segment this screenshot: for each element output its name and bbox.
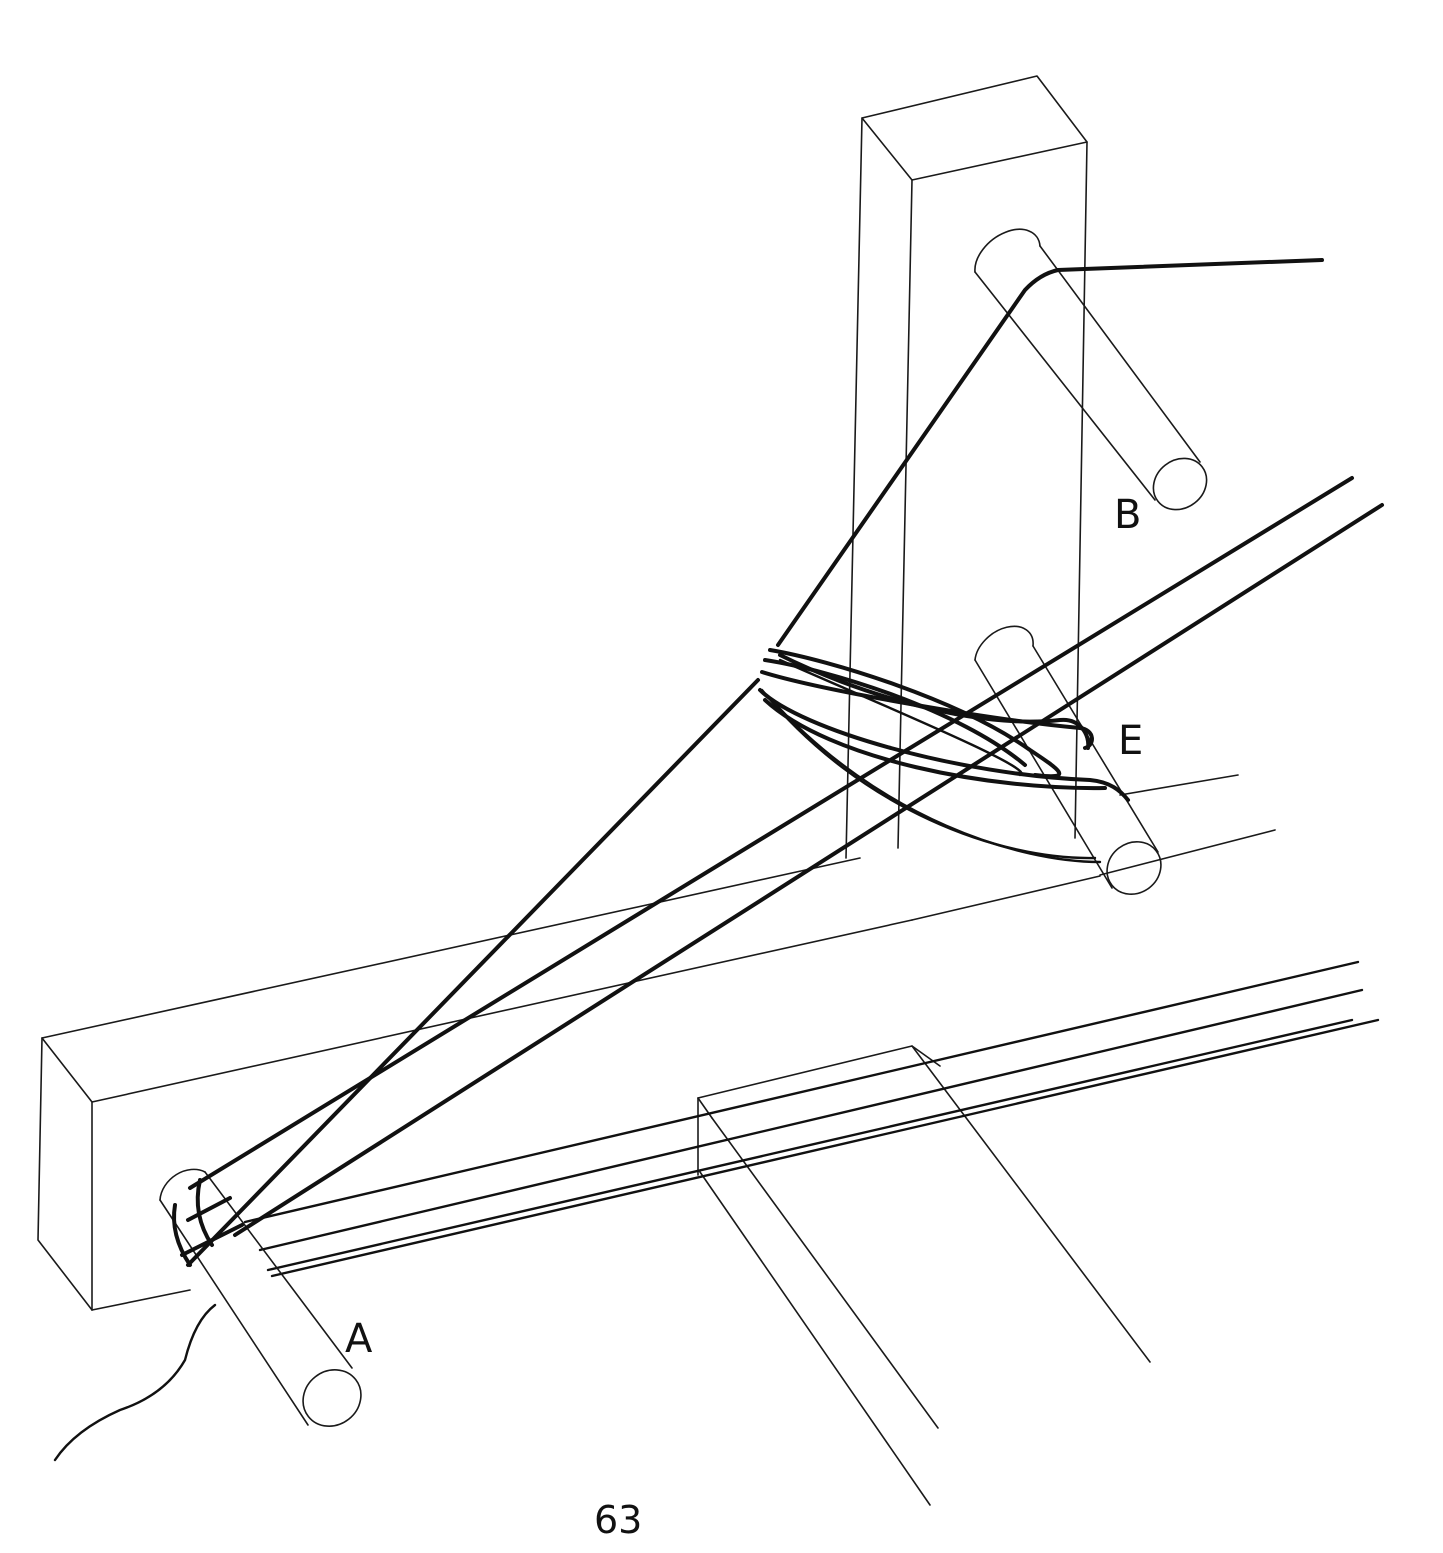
horizontal-beam — [37, 774, 1276, 1311]
peg-b — [974, 228, 1208, 511]
peg-e — [974, 625, 1162, 895]
peg-a — [159, 1168, 362, 1427]
label-peg-b: B — [1114, 492, 1141, 538]
warp-strands — [243, 960, 1380, 1278]
yarn-path — [53, 258, 1384, 1462]
label-peg-a: A — [345, 1316, 373, 1362]
yarn-loops-e — [758, 648, 1130, 864]
page-number: 63 — [594, 1498, 642, 1542]
upright-post — [845, 75, 1088, 859]
cross-block — [697, 1045, 1151, 1506]
label-peg-e: E — [1118, 718, 1143, 764]
